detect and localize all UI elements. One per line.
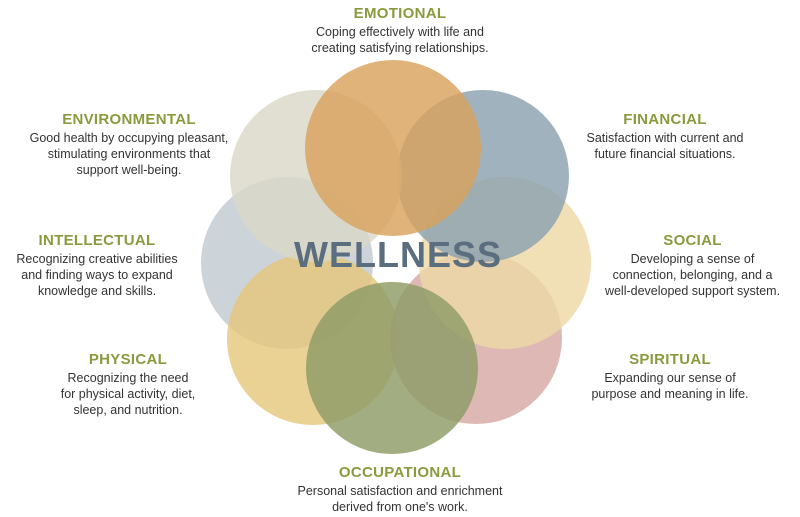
- financial-label: FINANCIAL Satisfaction with current and fu…: [560, 112, 770, 162]
- intellectual-description-line: and finding ways to expand: [21, 268, 173, 282]
- occupational-title: OCCUPATIONAL: [338, 464, 462, 481]
- social-description-line: Developing a sense of: [630, 252, 755, 266]
- environmental-label: ENVIRONMENTAL Good health by occupying pl…: [0, 112, 258, 178]
- spiritual-description: Expanding our sense of purpose and meanin…: [570, 370, 770, 402]
- occupational-description-line: Personal satisfaction and enrichment: [297, 484, 503, 498]
- environmental-description: Good health by occupying pleasant, stimul…: [0, 130, 258, 178]
- emotional-description-line: Coping effectively with life and: [316, 25, 484, 39]
- social-description-line: connection, belonging, and a: [612, 268, 773, 282]
- intellectual-description-line: knowledge and skills.: [37, 284, 157, 298]
- intellectual-title: INTELLECTUAL: [38, 232, 156, 249]
- social-description-line: well-developed support system.: [604, 284, 781, 298]
- physical-description-line: for physical activity, diet,: [60, 387, 196, 401]
- spiritual-description-line: purpose and meaning in life.: [591, 387, 749, 401]
- spiritual-description-line: Expanding our sense of: [604, 371, 736, 385]
- physical-title: PHYSICAL: [88, 351, 168, 368]
- social-label: SOCIAL Developing a sense of connection, b…: [585, 233, 800, 299]
- occupational-label: OCCUPATIONAL Personal satisfaction and en…: [255, 465, 545, 515]
- social-description: Developing a sense of connection, belongi…: [585, 251, 800, 299]
- emotional-title: EMOTIONAL: [353, 5, 447, 22]
- emotional-description-line: creating satisfying relationships.: [311, 41, 489, 55]
- emotional-label: EMOTIONAL Coping effectively with life an…: [270, 6, 530, 56]
- physical-label: PHYSICAL Recognizing the need for physical…: [38, 352, 218, 418]
- social-title: SOCIAL: [663, 232, 722, 249]
- occupational-description-line: derived from one's work.: [332, 500, 468, 514]
- emotional-description: Coping effectively with life and creating…: [270, 24, 530, 56]
- environmental-title: ENVIRONMENTAL: [62, 111, 196, 128]
- intellectual-label: INTELLECTUAL Recognizing creative abiliti…: [2, 233, 192, 299]
- financial-description-line: future financial situations.: [594, 147, 736, 161]
- spiritual-label: SPIRITUAL Expanding our sense of purpose a…: [570, 352, 770, 402]
- occupational-description: Personal satisfaction and enrichment deri…: [255, 483, 545, 515]
- environmental-description-line: support well-being.: [76, 163, 182, 177]
- spiritual-title: SPIRITUAL: [629, 351, 711, 368]
- financial-description-line: Satisfaction with current and: [586, 131, 744, 145]
- center-title: WELLNESS: [293, 234, 502, 275]
- physical-description-line: Recognizing the need: [67, 371, 189, 385]
- financial-title: FINANCIAL: [623, 111, 707, 128]
- intellectual-description-line: Recognizing creative abilities: [16, 252, 178, 266]
- physical-description-line: sleep, and nutrition.: [73, 403, 183, 417]
- occupational-petal: [306, 282, 478, 454]
- physical-description: Recognizing the need for physical activit…: [38, 370, 218, 418]
- emotional-petal: [305, 60, 481, 236]
- environmental-description-line: Good health by occupying pleasant,: [29, 131, 229, 145]
- environmental-description-line: stimulating environments that: [47, 147, 211, 161]
- intellectual-description: Recognizing creative abilities and findin…: [2, 251, 192, 299]
- financial-description: Satisfaction with current and future fina…: [560, 130, 770, 162]
